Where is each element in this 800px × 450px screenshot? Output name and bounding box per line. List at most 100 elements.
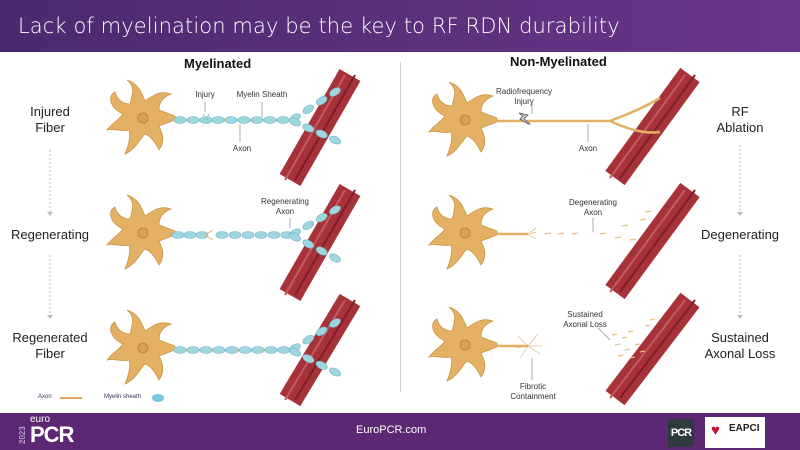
muscle-fiber [605, 182, 700, 300]
axon-fragment [614, 236, 622, 239]
logo-euro: euro [30, 414, 51, 425]
logo-year: 2023 [18, 426, 27, 444]
axon-fragment [571, 232, 579, 235]
stage-regenerating: Regenerating [10, 227, 90, 242]
legend-myelin-swatch [152, 394, 164, 402]
stage-injured-fiber: Injured Fiber [30, 104, 70, 135]
stage-regenerated-fiber: Regenerated Fiber [12, 330, 88, 361]
axon-fragment [639, 218, 647, 221]
pcr-logo: PCR [668, 419, 694, 447]
illustration [47, 67, 743, 407]
myelin-segment [237, 116, 251, 124]
muscle-fiber [279, 69, 361, 186]
legend-myelin-label: Myelin sheath [104, 394, 142, 400]
myelin-segment [315, 129, 328, 139]
non-myelinated-heading: Non-Myelinated [510, 54, 607, 69]
muscle-striation [294, 299, 356, 401]
label-pointer [597, 327, 611, 341]
myelin-segment [199, 116, 213, 124]
myelin-segment [263, 116, 277, 124]
slide-title: Lack of myelination may be the key to RF… [18, 14, 620, 38]
myelin-segment [241, 231, 255, 239]
axon-fragment [649, 318, 656, 321]
eapci-logo: ♥ EAPCI [705, 417, 765, 448]
myelin-segment [315, 360, 328, 370]
neuron-nucleus [137, 112, 149, 124]
myelin-segment [173, 116, 187, 124]
neuron-nucleus [137, 342, 149, 354]
axon-fragment [621, 336, 628, 339]
column-divider [400, 62, 401, 392]
arrow-head-icon [47, 315, 53, 319]
fibrotic-strand [517, 335, 529, 347]
myelin-segment [186, 346, 200, 354]
myelin-segment [199, 346, 213, 354]
myelin-segment [215, 231, 229, 239]
myelin-segment [195, 231, 209, 239]
myelin-segment [329, 205, 341, 215]
header-bar: Lack of myelination may be the key to RF… [0, 0, 800, 52]
axon-fragment [624, 348, 631, 351]
legend-axon-label: Axon [38, 394, 52, 400]
myelin-segment [264, 346, 278, 354]
myelinated-heading: Myelinated [184, 56, 252, 71]
myelin-segment [302, 104, 315, 115]
myelin-segment [302, 123, 315, 133]
neuron-nucleus [137, 227, 149, 239]
muscle-fiber [605, 292, 700, 406]
regenerating-sprout [204, 229, 214, 241]
myelin-segment [225, 346, 239, 354]
myelin-segment [302, 239, 315, 249]
fibrotic-strand [515, 345, 529, 349]
axon-fragment [557, 232, 565, 235]
label-fibrotic-containment: Fibrotic Containment [510, 382, 556, 401]
label-axon-right: Axon [578, 144, 598, 153]
muscle-striation [619, 299, 696, 399]
myelin-segment [329, 318, 341, 328]
myelin-segment [289, 347, 301, 357]
axon-fragment [599, 232, 607, 235]
myelin-segment [289, 232, 301, 242]
myelin-segment [224, 116, 238, 124]
myelin-segment [267, 231, 281, 239]
myelin-segment [315, 213, 328, 223]
myelin-segment [250, 116, 264, 124]
fibrotic-strand [519, 345, 529, 359]
muscle-striation [609, 299, 686, 399]
axon-fragment [614, 343, 621, 346]
neuron-nucleus [459, 227, 471, 239]
fibrotic-strand [527, 345, 541, 355]
myelin-segment [302, 220, 315, 230]
myelin-segment [212, 346, 226, 354]
lightning-bolt-icon [518, 112, 532, 125]
axon-fragment [627, 330, 634, 333]
muscle-striation [609, 74, 686, 179]
myelin-segment [171, 231, 185, 239]
logo-pcr: PCR [30, 422, 74, 447]
arrow-head-icon [737, 315, 743, 319]
axon-fragment [629, 356, 636, 359]
myelin-segment [276, 116, 290, 124]
muscle-fiber [605, 67, 700, 186]
muscle-striation [284, 299, 346, 401]
myelin-segment [228, 231, 242, 239]
legend-axon-swatch [60, 397, 82, 399]
myelin-segment [302, 335, 315, 345]
myelin-segment [238, 346, 252, 354]
stage-rf-ablation: RF Ablation [716, 104, 764, 135]
fibrotic-strand [527, 333, 539, 347]
myelin-segment [329, 367, 341, 377]
axon-fragment [544, 232, 552, 235]
footer-url[interactable]: EuroPCR.com [356, 424, 427, 436]
arrow-head-icon [47, 212, 53, 216]
neuron-nucleus [459, 339, 471, 351]
muscle-fiber [279, 293, 361, 407]
axon-fragment [644, 324, 651, 327]
axon-fragment [634, 343, 641, 346]
myelin-segment [315, 95, 328, 106]
label-injury: Injury [195, 90, 215, 99]
stage-sustained-axonal-loss: Sustained Axonal Loss [704, 330, 776, 361]
label-axon-left: Axon [232, 144, 252, 153]
injury-icon [202, 113, 210, 127]
axon-fragment [639, 350, 646, 353]
